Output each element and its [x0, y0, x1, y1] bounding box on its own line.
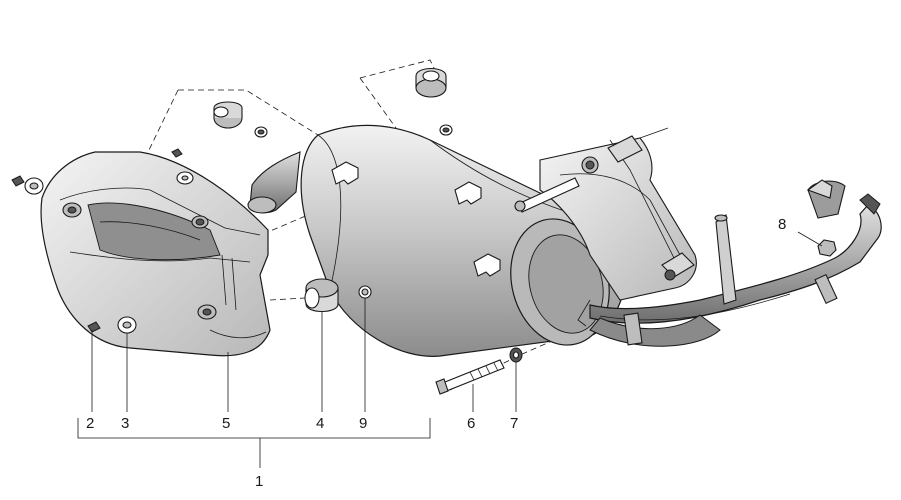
washer-9: [358, 285, 372, 299]
mounting-bracket: [539, 127, 697, 301]
washer-top-right: [439, 124, 453, 136]
label-part-7: 7: [510, 415, 518, 432]
grommet-top-left: [213, 101, 243, 129]
grommet-4: [304, 278, 339, 313]
washer-3: [117, 316, 137, 334]
washer-7: [509, 347, 523, 363]
label-part-8: 8: [778, 216, 786, 233]
grommet-top-right: [415, 67, 447, 98]
screw-2: [87, 321, 101, 333]
heat-guard: [40, 151, 271, 357]
label-part-6: 6: [467, 415, 475, 432]
label-part-5: 5: [222, 415, 230, 432]
screw-left: [11, 175, 44, 195]
part-labels: 2 3 5 4 9 6 7 8 1: [86, 216, 786, 490]
screw-top: [171, 148, 194, 185]
bolt-upper: [514, 177, 580, 213]
label-part-4: 4: [316, 415, 324, 432]
header-pipe: [589, 179, 882, 347]
label-part-9: 9: [359, 415, 367, 432]
muffler: [247, 124, 626, 357]
washer-top-left: [254, 126, 268, 138]
label-part-1: 1: [255, 473, 263, 490]
label-part-3: 3: [121, 415, 129, 432]
bolt-6: [435, 359, 505, 395]
leader-lines: [77, 231, 823, 468]
label-part-2: 2: [86, 415, 94, 432]
